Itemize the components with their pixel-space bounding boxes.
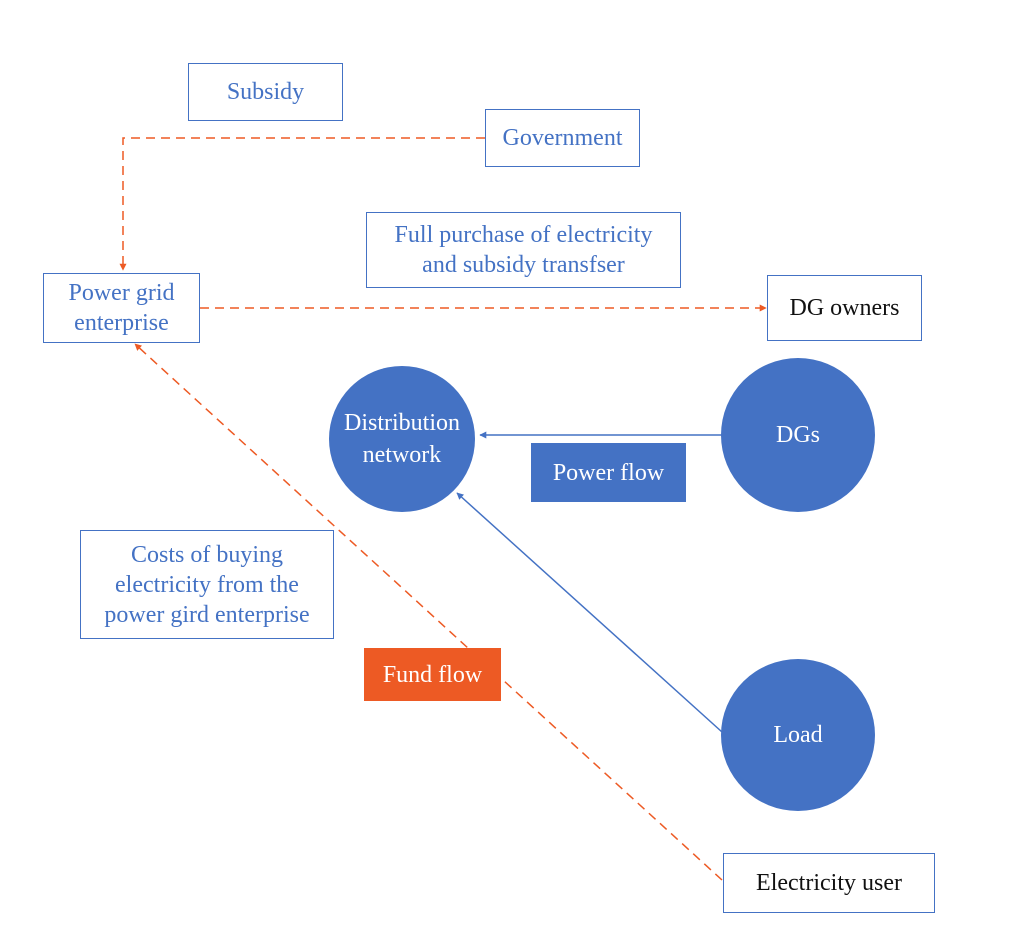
distribution-network-node: Distribution network (329, 366, 475, 512)
load-to-distribution-arrow (456, 492, 723, 733)
power-grid-line-1: Power grid (68, 280, 175, 306)
distribution-line-1: Distribution (343, 410, 460, 436)
full-purchase-box: Full purchase of electricity and subsidy… (366, 212, 681, 288)
costs-line-3: power gird enterprise (104, 601, 310, 628)
full-purchase-line-2: and subsidy transfser (422, 252, 625, 278)
load-node: Load (721, 659, 875, 811)
dg-owners-label: DG owners (789, 295, 900, 321)
electricity-user-label: Electricity user (756, 870, 902, 896)
power-grid-line-2: enterprise (74, 310, 169, 336)
dgs-label: DGs (775, 422, 820, 448)
fund-flow-label: Fund flow (382, 661, 483, 688)
power-grid-enterprise-box: Power grid enterprise (43, 273, 200, 343)
government-label: Government (502, 125, 623, 151)
electricity-user-to-power-grid-arrow (134, 343, 723, 881)
costs-line-1: Costs of buying (130, 541, 283, 568)
distribution-line-2: network (362, 442, 442, 468)
power-flow-legend: Power flow (531, 443, 686, 502)
full-purchase-line-1: Full purchase of electricity (394, 222, 653, 248)
government-to-power-grid-arrow (119, 137, 485, 271)
dgs-node: DGs (721, 358, 875, 512)
fund-flow-legend: Fund flow (364, 648, 501, 701)
subsidy-label: Subsidy (226, 79, 305, 105)
costs-box: Costs of buying electricity from the pow… (80, 530, 334, 639)
electricity-user-box: Electricity user (723, 853, 935, 913)
power-flow-label: Power flow (552, 459, 665, 486)
dg-owners-box: DG owners (767, 275, 922, 341)
subsidy-box: Subsidy (188, 63, 343, 121)
costs-line-2: electricity from the (115, 571, 299, 598)
load-label: Load (773, 722, 823, 748)
government-box: Government (485, 109, 640, 167)
